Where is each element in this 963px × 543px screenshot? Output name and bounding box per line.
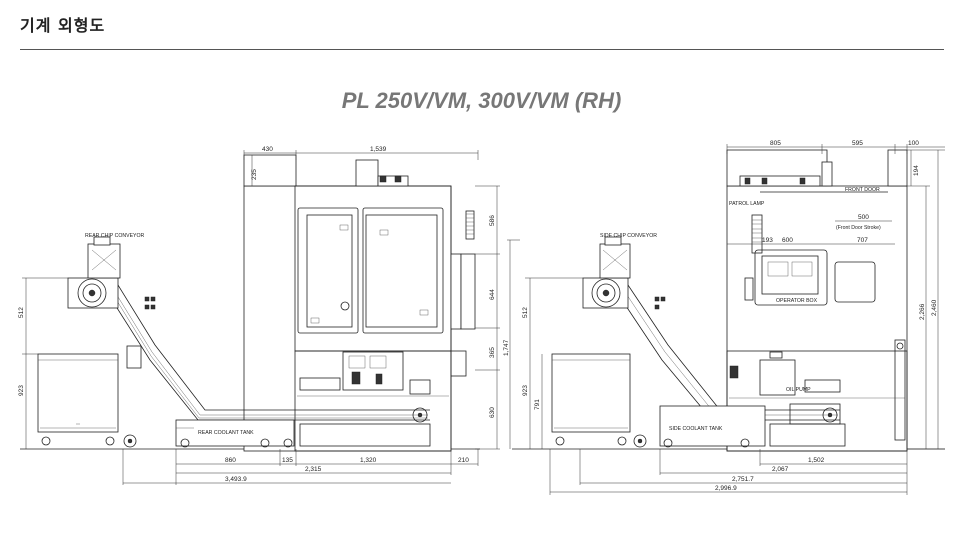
rear-dim-512: 512: [18, 307, 25, 318]
side-dim-600: 600: [782, 237, 793, 244]
front-door-label: FRONT DOOR: [845, 187, 880, 193]
operator-box-label: OPERATOR BOX: [776, 298, 818, 304]
patrol-lamp-label: PATROL LAMP: [729, 201, 765, 207]
rear-dim-2315: 2,315: [305, 466, 322, 473]
side-dim-2751: 2,751.7: [732, 476, 754, 483]
side-view-drawing: SIDE CHIP CONVEYOR SIDE COOLANT TANK FRO…: [512, 140, 945, 495]
side-dim-2460: 2,460: [931, 299, 938, 316]
side-dim-512: 512: [522, 307, 529, 318]
rear-dim-3493: 3,493.9: [225, 476, 247, 483]
door-stroke-note: (Front Door Stroke): [836, 225, 881, 231]
rear-dim-135: 135: [282, 457, 293, 464]
side-dim-1502: 1,502: [808, 457, 825, 464]
rear-dim-1539: 1,539: [370, 146, 387, 153]
rear-dim-210: 210: [458, 457, 469, 464]
side-coolant-tank-label: SIDE COOLANT TANK: [669, 426, 723, 432]
side-dim-193: 193: [762, 237, 773, 244]
door-stroke-value: 500: [858, 214, 869, 221]
rear-dim-860: 860: [225, 457, 236, 464]
rear-view-drawing: REAR CHIP CONVEYOR REAR COOLANT TANK 430…: [18, 146, 520, 485]
rear-machine-body: [243, 185, 452, 452]
oil-pump-label: OIL PUMP: [786, 387, 811, 393]
rear-dim-235: 235: [251, 169, 258, 180]
page-title: 기계 외형도: [20, 16, 106, 35]
side-dim-100: 100: [908, 140, 919, 147]
header-divider: [20, 49, 944, 50]
rear-dim-430: 430: [262, 146, 273, 153]
rear-dim-365: 365: [489, 347, 496, 358]
side-dim-194: 194: [913, 165, 920, 176]
rear-dim-644: 644: [489, 289, 496, 300]
side-dim-2996: 2,996.9: [715, 485, 737, 492]
side-chip-conveyor-label: SIDE CHIP CONVEYOR: [600, 233, 657, 239]
side-dim-707: 707: [857, 237, 868, 244]
drawing-title: PL 250V/VM, 300V/VM (RH): [341, 88, 622, 113]
side-dim-805: 805: [770, 140, 781, 147]
rear-dim-630: 630: [489, 407, 496, 418]
side-dim-791: 791: [534, 399, 541, 410]
rear-dim-586: 586: [489, 215, 496, 226]
side-dim-595: 595: [852, 140, 863, 147]
rear-chip-conveyor-label: REAR CHIP CONVEYOR: [85, 233, 145, 239]
side-dim-923: 923: [522, 385, 529, 396]
side-dim-2266: 2,266: [919, 303, 926, 320]
rear-dim-1747: 1,747: [503, 339, 510, 356]
rear-coolant-tank-label: REAR COOLANT TANK: [198, 430, 254, 436]
rear-dim-1320: 1,320: [360, 457, 377, 464]
side-dim-2067: 2,067: [772, 466, 789, 473]
rear-dim-923: 923: [18, 385, 25, 396]
